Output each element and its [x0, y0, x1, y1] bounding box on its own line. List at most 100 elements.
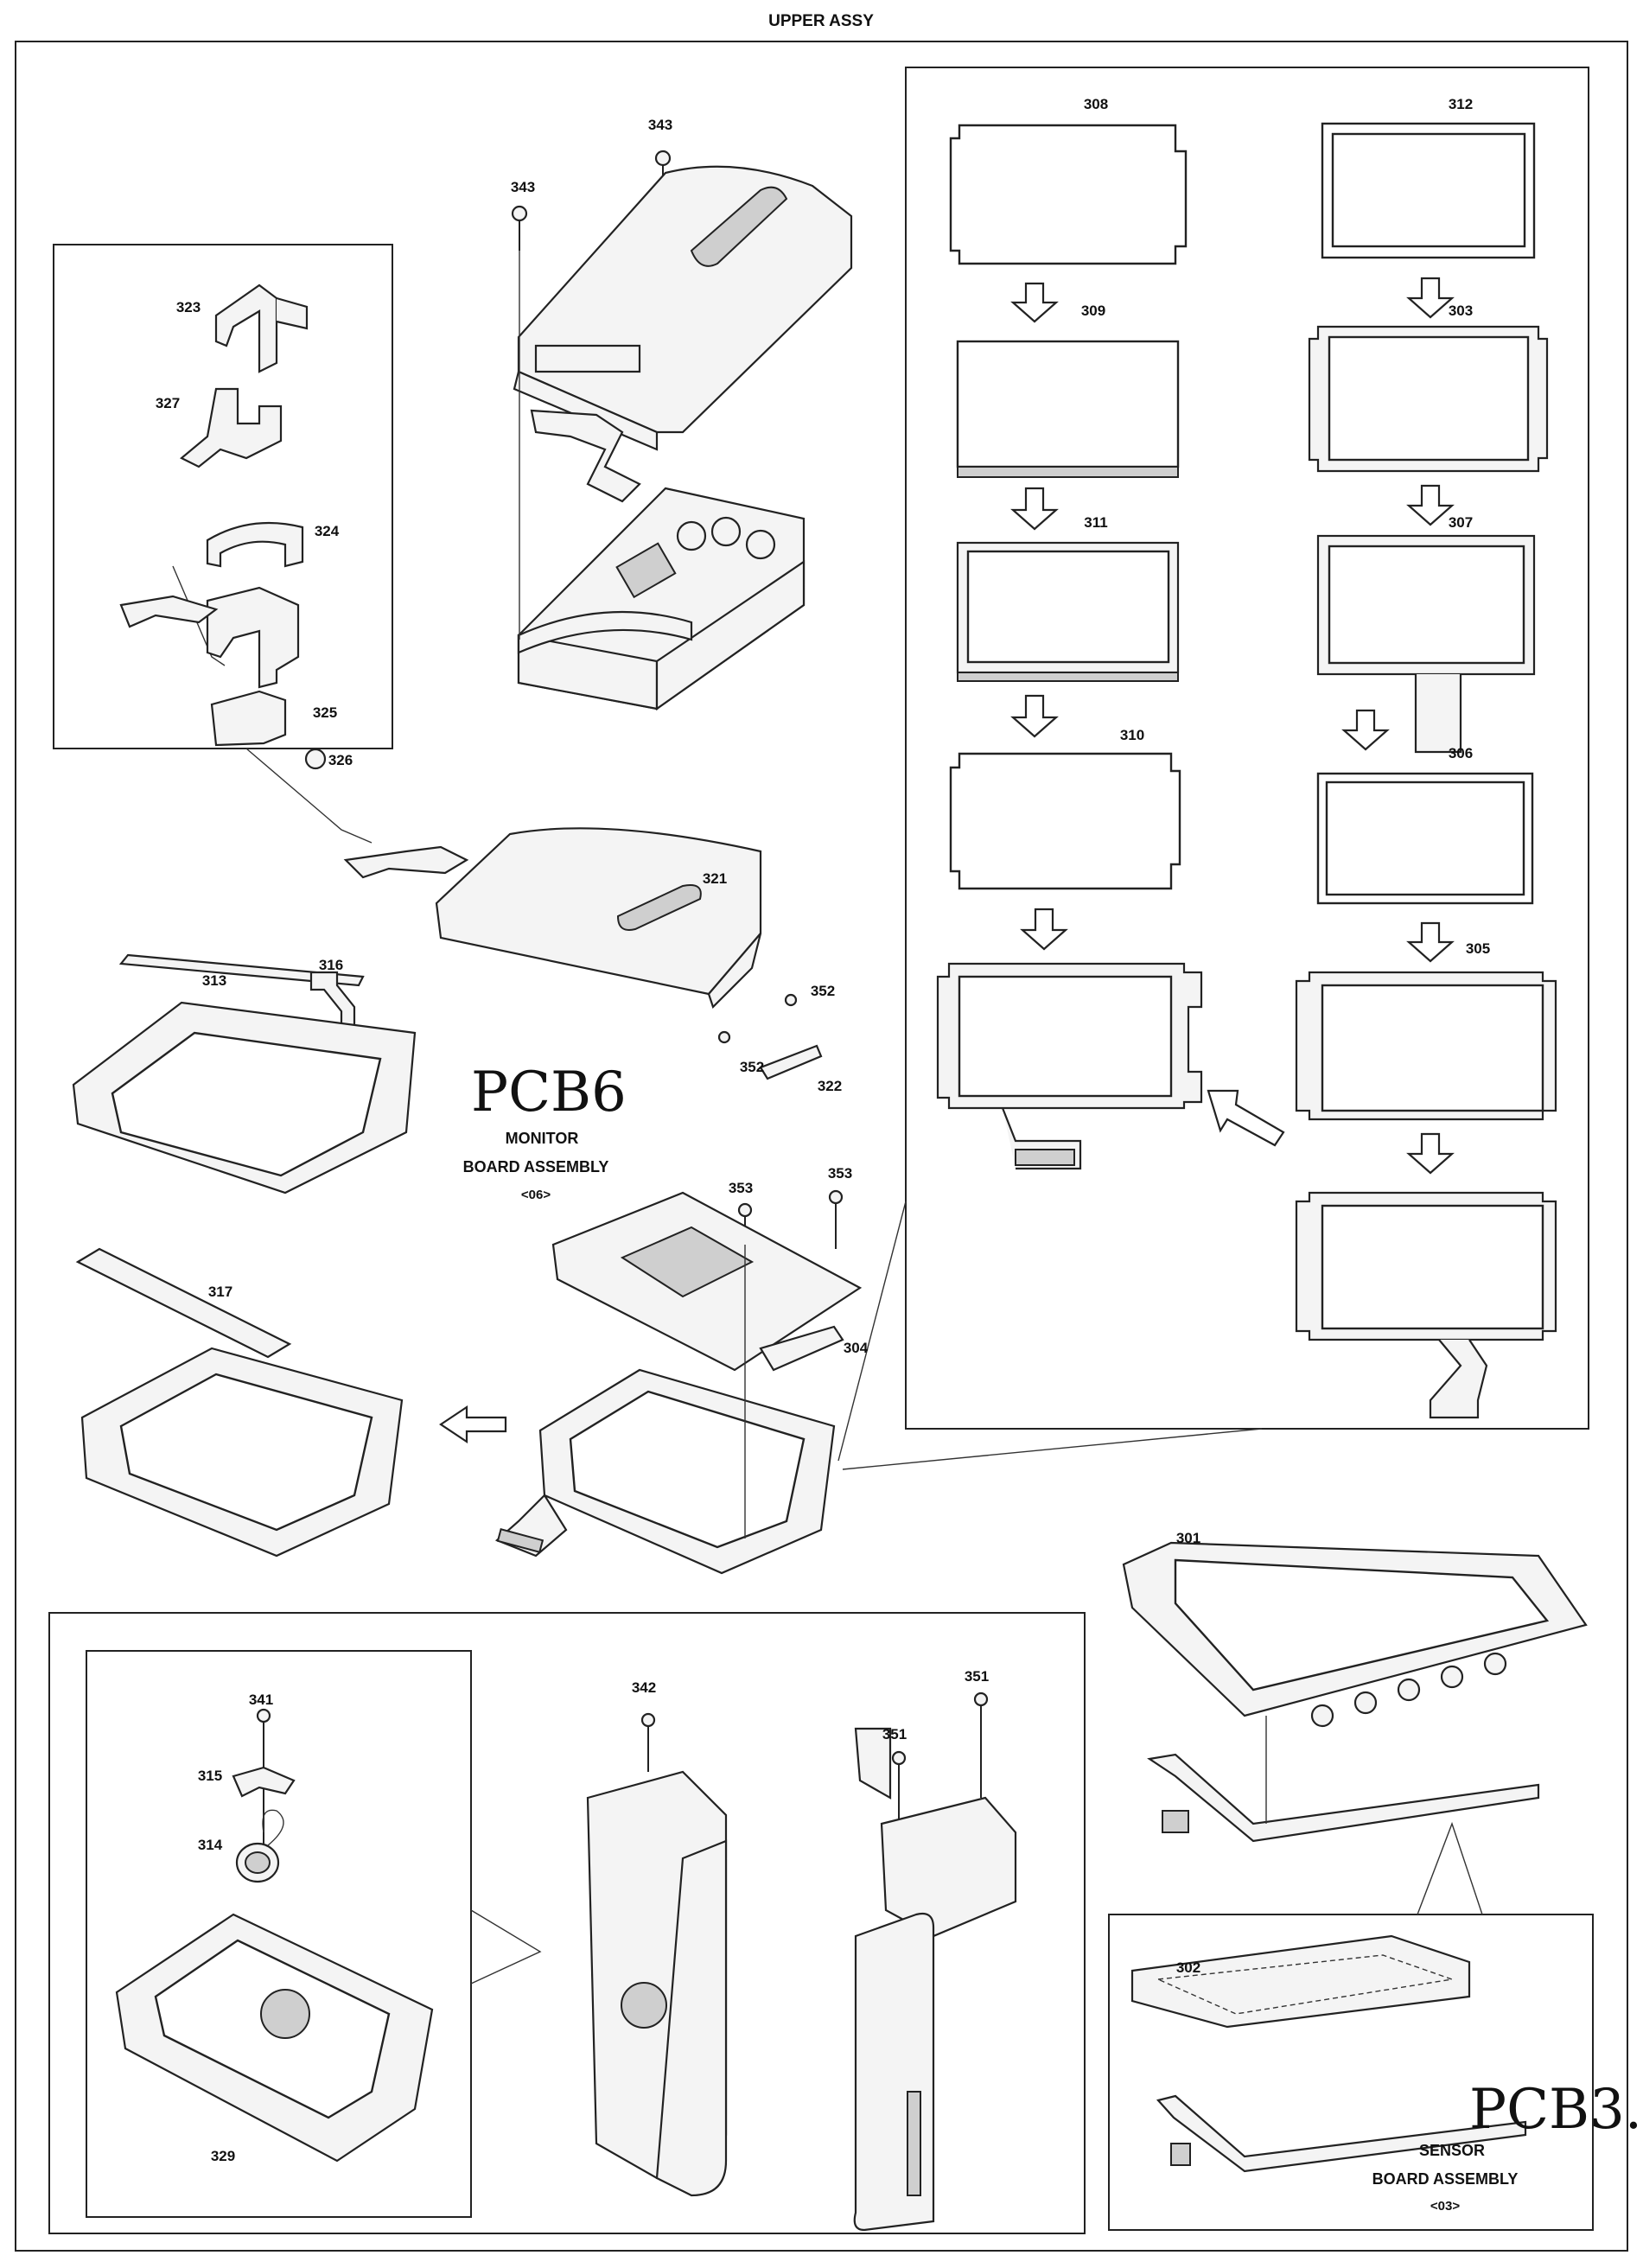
hinge-callout-lines: [172, 565, 226, 666]
part-306-sheet: [1316, 772, 1534, 905]
flex-cable-upper: [530, 409, 641, 503]
down-arrow: [1406, 921, 1455, 963]
part-309-sheet: [956, 340, 1180, 478]
upper-cover: [513, 165, 853, 451]
sensor-board-box: [1108, 1914, 1594, 2231]
down-arrow: [1406, 1132, 1455, 1175]
side-frame-assembly: [586, 1770, 728, 2197]
down-arrow: [1341, 709, 1390, 751]
label-311: 311: [1084, 514, 1107, 531]
label-352-a: 352: [811, 983, 835, 999]
part-310-sheet: [949, 752, 1181, 890]
part-353-screw-b: [828, 1189, 844, 1249]
down-arrow: [1406, 484, 1455, 526]
label-324: 324: [315, 523, 340, 539]
pcb6-callout: PCB6 MONITOR BOARD ASSEMBLY <06>: [463, 1061, 627, 1202]
label-329: 329: [211, 2148, 235, 2164]
part-312-sheet: [1321, 122, 1536, 259]
part-326-washer: [304, 748, 327, 770]
label-316: 316: [319, 957, 343, 973]
label-315: 315: [198, 1768, 222, 1784]
pcb6-line2: BOARD ASSEMBLY: [463, 1158, 609, 1175]
left-arrow: [439, 1405, 507, 1444]
label-317: 317: [208, 1284, 232, 1300]
label-343-b: 343: [648, 117, 672, 133]
diagram-title: UPPER ASSY: [768, 12, 874, 30]
outer-frame: [15, 41, 1628, 2252]
label-321: 321: [703, 870, 727, 887]
pcb3-line1: SENSOR: [1419, 2142, 1485, 2159]
part-314-speaker: [235, 1809, 284, 1883]
lcd-module-left: [936, 962, 1203, 1170]
part-311-frame: [956, 541, 1180, 682]
label-322: 322: [818, 1078, 842, 1094]
part-303-bezel: [1308, 325, 1549, 473]
part-315-bracket: [232, 1766, 296, 1798]
flex-cable-321: [343, 845, 469, 879]
part-324-cover: [206, 521, 304, 568]
hinge-assembly: [119, 586, 300, 689]
label-353-b: 353: [828, 1165, 852, 1182]
label-353-a: 353: [729, 1180, 753, 1196]
part-321-upper-case: [435, 827, 762, 1010]
hinge-detail-box: [53, 244, 393, 749]
label-323: 323: [176, 299, 201, 315]
lcd-module-right: [1295, 1191, 1557, 1419]
bottom-detail-box: [48, 1612, 1086, 2234]
pcb6-code: <06>: [521, 1188, 551, 1202]
label-313: 313: [202, 972, 226, 989]
label-304: 304: [844, 1340, 869, 1356]
lower-case: [517, 487, 806, 711]
chassis-callout: [470, 1909, 542, 1984]
part-343-screw-a: [511, 205, 528, 251]
pcb6-line1: MONITOR: [506, 1130, 579, 1147]
label-351-b: 351: [965, 1668, 989, 1685]
label-327: 327: [156, 395, 180, 411]
down-arrow: [1010, 487, 1059, 531]
part-labels: 343 343 308 312 309 303 311 307 310 306 …: [156, 96, 1490, 2164]
part-301-front-bezel: [1122, 1541, 1588, 1728]
label-314: 314: [198, 1837, 223, 1853]
pcb3-code: <03>: [1430, 2199, 1460, 2214]
label-352-b: 352: [740, 1059, 764, 1075]
label-310: 310: [1120, 727, 1144, 743]
flex-cable-lcd: [494, 1494, 568, 1558]
label-325: 325: [313, 704, 337, 721]
pcb3-line2: BOARD ASSEMBLY: [1372, 2170, 1519, 2188]
diagonal-arrow: [1207, 1089, 1285, 1147]
part-304-bracket: [759, 1325, 844, 1372]
chassis-inner-box: [86, 1650, 472, 2218]
part-305-lcd-holder: [1295, 971, 1557, 1121]
label-301: 301: [1176, 1530, 1200, 1546]
sensor-bar: [1147, 1753, 1540, 1843]
part-313-strip: [118, 953, 365, 987]
lcd-callout-lines: [837, 1201, 907, 1462]
label-312: 312: [1449, 96, 1473, 112]
part-308-sheet: [949, 124, 1188, 265]
sensor-callout: [1417, 1821, 1483, 1915]
down-arrow: [1020, 908, 1068, 951]
label-351-a: 351: [882, 1726, 907, 1742]
part-325-bracket: [210, 690, 287, 747]
part-329-chassis: [115, 1913, 434, 2163]
label-326: 326: [328, 752, 353, 768]
part-323-hinge: [214, 284, 309, 373]
label-305: 305: [1466, 940, 1490, 957]
part-322-trim: [759, 1044, 823, 1080]
label-341: 341: [249, 1691, 273, 1708]
label-303: 303: [1449, 303, 1473, 319]
bottom-frame-317: [80, 1347, 404, 1558]
part-351-screw-a: [973, 1691, 989, 1798]
monitor-pcb-board: [551, 1191, 863, 1372]
pcb3-handwritten: PCB3.: [1469, 2078, 1642, 2142]
part-317-film: [75, 1247, 292, 1359]
part-302-sensor-sheet: [1130, 1934, 1471, 2029]
part-352-screw-b: [717, 1030, 731, 1044]
label-308: 308: [1084, 96, 1108, 112]
part-352-screw-a: [784, 993, 798, 1007]
part-307-touch-panel: [1316, 534, 1536, 754]
lcd-holder-frame: [538, 1368, 836, 1575]
label-307: 307: [1449, 514, 1473, 531]
pcb6-handwritten: PCB6: [471, 1061, 627, 1124]
